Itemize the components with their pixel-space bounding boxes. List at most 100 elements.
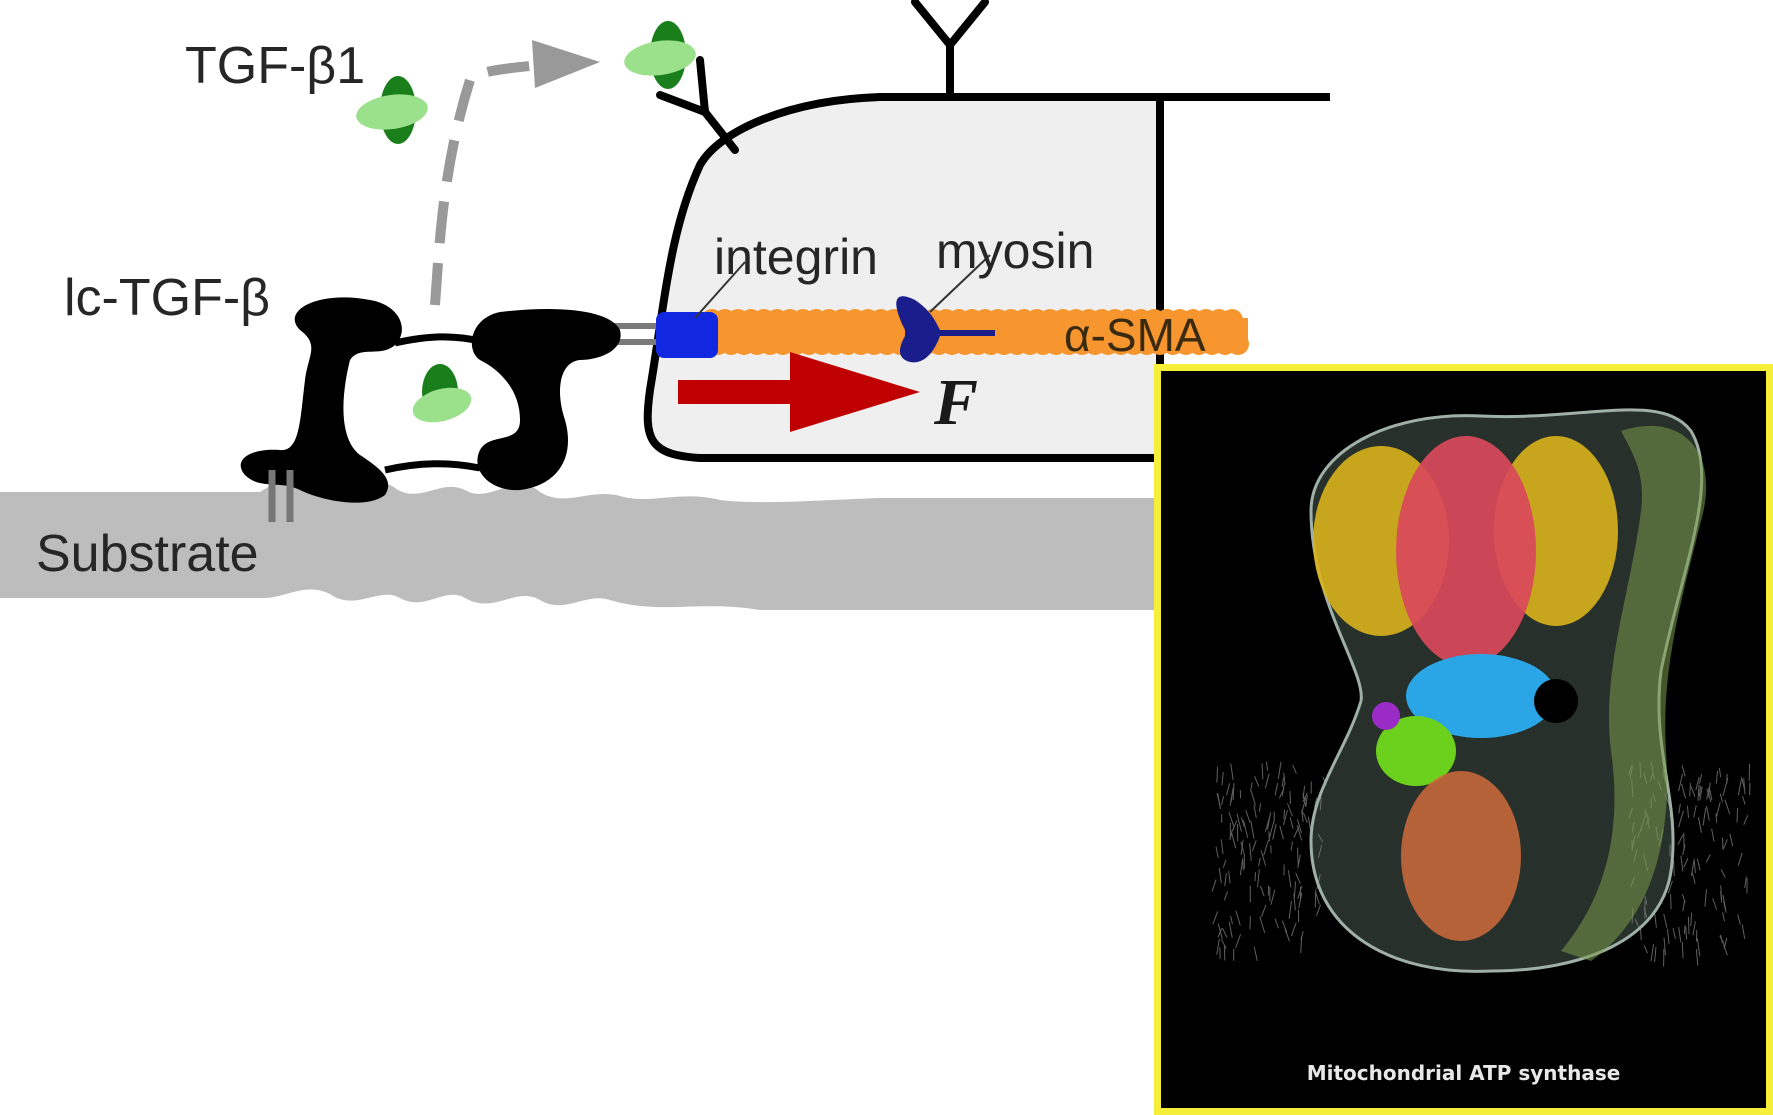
lipid-strand — [1250, 791, 1256, 806]
lipid-strand — [1218, 868, 1222, 884]
lipid-strand — [1737, 914, 1741, 925]
lipid-strand — [1261, 763, 1264, 780]
lipid-strand — [1698, 785, 1702, 797]
lipid-strand — [1230, 916, 1233, 925]
lipid-strand — [1695, 777, 1700, 791]
lipid-strand — [1690, 786, 1696, 797]
lipid-strand — [1235, 934, 1242, 949]
lipid-strand — [1220, 839, 1224, 854]
tgf-beta-in-complex — [412, 364, 472, 423]
tgf-beta1-released — [624, 21, 696, 89]
lipid-strand — [1742, 795, 1746, 805]
tgf-beta1-label: TGF-β1 — [185, 37, 366, 95]
lipid-strand — [1284, 929, 1291, 942]
lipid-strand — [1212, 911, 1219, 925]
lipid-strand — [1264, 773, 1270, 789]
lipid-strand — [1305, 794, 1308, 808]
lipid-strand — [1302, 792, 1308, 803]
lipid-strand — [1722, 894, 1727, 913]
lipid-strand — [1230, 787, 1234, 803]
lipid-strand — [1281, 920, 1288, 933]
lipid-strand — [1290, 922, 1297, 937]
lipid-strand — [1690, 912, 1693, 927]
substrate-label: Substrate — [36, 525, 259, 583]
lipid-strand — [1254, 775, 1260, 787]
lipid-strand — [1712, 898, 1718, 910]
f1-head-beta — [1396, 436, 1536, 666]
lipid-strand — [1228, 921, 1233, 938]
lipid-strand — [1677, 834, 1684, 845]
lipid-strand — [1265, 761, 1269, 771]
lipid-strand — [1711, 828, 1715, 842]
lipid-strand — [1673, 860, 1675, 877]
receptor-top — [911, 0, 989, 101]
lipid-strand — [1678, 927, 1682, 943]
lipid-strand — [1264, 816, 1271, 832]
lipid-strand — [1699, 786, 1703, 801]
lipid-strand — [1242, 820, 1249, 838]
lipid-strand — [1296, 818, 1302, 834]
lipid-strand — [1295, 872, 1301, 884]
lipid-strand — [1686, 805, 1690, 818]
lipid-strand — [1315, 892, 1320, 905]
lipid-strand — [1289, 817, 1294, 829]
force-label: F — [934, 366, 979, 439]
lipid-strand — [1697, 817, 1702, 833]
lipid-strand — [1666, 928, 1670, 944]
lipid-strand — [1301, 797, 1307, 814]
lipid-strand — [1678, 810, 1684, 828]
lipid-strand — [1720, 934, 1723, 944]
lipid-strand — [1715, 813, 1718, 823]
lipid-strand — [1681, 941, 1684, 959]
lipid-strand — [1298, 892, 1303, 909]
lipid-strand — [1683, 858, 1689, 868]
lipid-strand — [1249, 843, 1252, 861]
receptor-left — [656, 56, 739, 154]
myosin-label: myosin — [936, 223, 1095, 279]
lipid-strand — [1720, 869, 1726, 878]
lipid-strand — [1683, 925, 1686, 935]
lipid-strand — [1260, 850, 1267, 866]
peripheral-stalk — [1561, 425, 1707, 961]
lipid-strand — [1251, 840, 1257, 852]
lipid-strand — [1268, 820, 1275, 839]
lipid-strand — [1644, 895, 1648, 905]
lipid-strand — [1670, 894, 1672, 910]
lipid-strand — [1240, 840, 1244, 855]
lipid-strand — [1300, 936, 1303, 953]
lipid-strand — [1722, 839, 1728, 850]
fo-ring — [1401, 771, 1521, 941]
lipid-strand — [1249, 782, 1253, 792]
lipid-strand — [1216, 792, 1221, 808]
lipid-strand — [1263, 839, 1270, 856]
lipid-strand — [1663, 913, 1668, 928]
lipid-strand — [1259, 885, 1265, 897]
lipid-strand — [1230, 763, 1234, 781]
lipid-strand — [1695, 949, 1699, 966]
lipid-strand — [1722, 912, 1726, 922]
lipid-strand — [1705, 854, 1711, 863]
lipid-strand — [1687, 916, 1690, 935]
envelope-hole — [1534, 679, 1578, 723]
lipid-strand — [1216, 766, 1219, 783]
lipid-strand — [1254, 872, 1257, 882]
lipid-strand — [1719, 793, 1723, 803]
lipid-strand — [1223, 891, 1228, 901]
lipid-strand — [1268, 831, 1271, 842]
lipid-strand — [1240, 841, 1246, 857]
lipid-strand — [1250, 820, 1255, 839]
lipid-strand — [1724, 799, 1731, 815]
myosin-motor — [896, 254, 995, 363]
lipid-strand — [1232, 783, 1235, 801]
lipid-strand — [1704, 889, 1707, 907]
lipid-strand — [1697, 784, 1700, 801]
lipid-strand — [1221, 796, 1225, 805]
central-stalk — [1406, 654, 1556, 738]
lipid-strand — [1702, 808, 1707, 826]
lipid-strand — [1696, 938, 1701, 957]
lipid-strand — [1297, 847, 1299, 865]
integrin-label: integrin — [714, 229, 878, 285]
lipid-strand — [1215, 846, 1219, 858]
lipid-strand — [1319, 796, 1322, 811]
lipid-strand — [1723, 944, 1728, 956]
